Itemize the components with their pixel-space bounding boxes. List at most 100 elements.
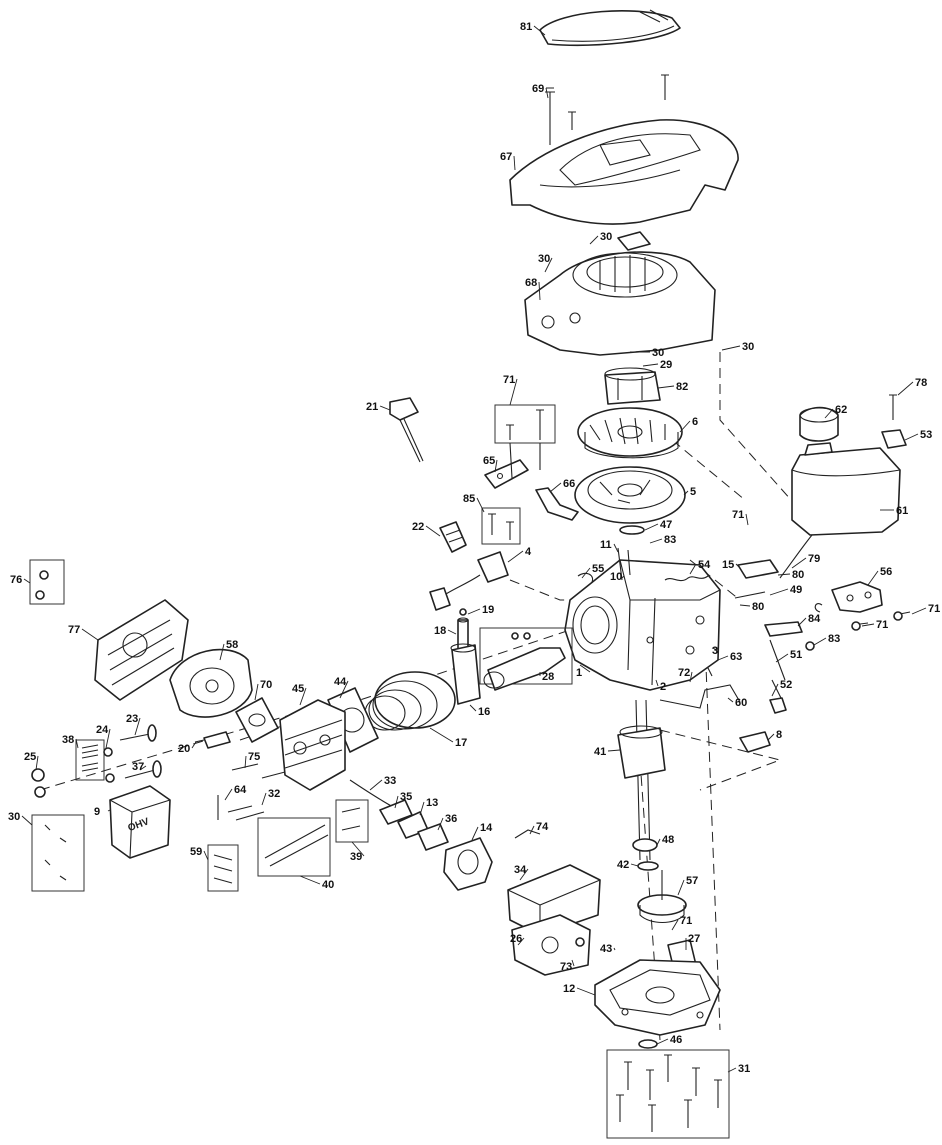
callout-71: 71 bbox=[680, 915, 692, 927]
callout-63: 63 bbox=[730, 651, 742, 663]
air-cleaner bbox=[507, 864, 601, 976]
leader-line-81 bbox=[533, 25, 546, 36]
callout-83: 83 bbox=[828, 633, 840, 645]
leader-line-57 bbox=[677, 879, 685, 896]
leader-line-51 bbox=[775, 653, 789, 663]
piston-and-rings bbox=[364, 643, 481, 731]
callout-78: 78 bbox=[915, 377, 927, 389]
callout-40: 40 bbox=[322, 879, 334, 891]
leader-line-30 bbox=[21, 815, 33, 826]
callout-32: 32 bbox=[268, 788, 280, 800]
callout-64: 64 bbox=[234, 784, 247, 796]
callout-81: 81 bbox=[520, 21, 532, 33]
washer-part bbox=[619, 525, 645, 535]
leader-line-23 bbox=[134, 717, 141, 736]
intake-spacers bbox=[349, 779, 449, 851]
callout-71: 71 bbox=[876, 619, 888, 631]
leader-line-55 bbox=[581, 567, 591, 579]
shroud-bolts bbox=[545, 74, 669, 145]
callout-62: 62 bbox=[835, 404, 847, 416]
leader-line-30 bbox=[544, 257, 553, 273]
bolt-boxes bbox=[31, 795, 369, 892]
callout-74: 74 bbox=[536, 821, 549, 833]
callout-75: 75 bbox=[248, 751, 260, 763]
leader-line-21 bbox=[379, 405, 391, 411]
governor-lever bbox=[659, 684, 771, 753]
callout-leader-lines bbox=[21, 25, 927, 1073]
starter-cup bbox=[604, 367, 661, 405]
leader-line-70 bbox=[254, 683, 259, 701]
callout-1: 1 bbox=[576, 667, 582, 679]
callout-46: 46 bbox=[670, 1034, 682, 1046]
callout-45: 45 bbox=[292, 683, 304, 695]
leader-line-29 bbox=[642, 363, 659, 367]
leader-line-36 bbox=[437, 817, 444, 831]
leader-line-37 bbox=[139, 765, 147, 771]
callout-70: 70 bbox=[260, 679, 272, 691]
leader-line-40 bbox=[299, 875, 321, 885]
callout-59: 59 bbox=[190, 846, 202, 858]
leader-line-74 bbox=[529, 825, 535, 835]
leader-line-83 bbox=[813, 637, 827, 646]
leader-line-71 bbox=[861, 623, 875, 627]
leader-line-22 bbox=[425, 525, 441, 537]
callout-30: 30 bbox=[652, 347, 664, 359]
leader-line-16 bbox=[469, 704, 477, 712]
leader-line-83 bbox=[649, 538, 663, 544]
dipstick bbox=[389, 397, 424, 463]
block-small-parts bbox=[577, 547, 709, 583]
leader-line-44 bbox=[339, 680, 349, 699]
callout-71: 71 bbox=[928, 603, 940, 615]
callout-43: 43 bbox=[600, 943, 612, 955]
callout-13: 13 bbox=[426, 797, 438, 809]
crankshaft bbox=[617, 699, 666, 871]
leader-line-13 bbox=[419, 801, 425, 816]
callout-60: 60 bbox=[735, 697, 747, 709]
callout-4: 4 bbox=[525, 546, 532, 558]
leader-line-63 bbox=[717, 655, 729, 661]
leader-line-72 bbox=[689, 671, 693, 683]
callout-10: 10 bbox=[610, 571, 622, 583]
callout-56: 56 bbox=[880, 566, 892, 578]
callout-23: 23 bbox=[126, 713, 138, 725]
callout-79: 79 bbox=[808, 553, 820, 565]
leader-line-39 bbox=[351, 841, 365, 857]
leader-line-47 bbox=[644, 523, 659, 531]
leader-line-60 bbox=[727, 697, 734, 703]
callout-18: 18 bbox=[434, 625, 446, 637]
callout-66: 66 bbox=[563, 478, 575, 490]
callout-58: 58 bbox=[226, 639, 238, 651]
callout-83: 83 bbox=[664, 534, 676, 546]
fuel-tank-assembly bbox=[791, 394, 907, 536]
leader-line-85 bbox=[476, 497, 485, 513]
callout-2: 2 bbox=[660, 681, 666, 693]
callout-54: 54 bbox=[698, 559, 711, 571]
valve-train bbox=[31, 724, 162, 798]
leader-line-5 bbox=[683, 490, 689, 496]
leader-line-49 bbox=[769, 588, 789, 596]
callout-38: 38 bbox=[62, 734, 74, 746]
callout-44: 44 bbox=[334, 676, 347, 688]
leader-line-75 bbox=[244, 755, 247, 769]
callout-71: 71 bbox=[503, 374, 515, 386]
leader-line-46 bbox=[656, 1038, 669, 1045]
leader-line-33 bbox=[369, 779, 383, 791]
callout-25: 25 bbox=[24, 751, 36, 763]
brake-brackets bbox=[484, 459, 579, 521]
callout-31: 31 bbox=[738, 1063, 750, 1075]
callout-15: 15 bbox=[722, 559, 734, 571]
callout-30: 30 bbox=[8, 811, 20, 823]
callout-61: 61 bbox=[896, 505, 908, 517]
bolt-group-31 bbox=[606, 1049, 730, 1139]
cylinder-head bbox=[279, 699, 346, 791]
leader-line-71 bbox=[911, 607, 927, 615]
leader-line-71 bbox=[509, 378, 518, 406]
carburetor bbox=[443, 829, 541, 891]
callout-51: 51 bbox=[790, 649, 802, 661]
leader-line-48 bbox=[656, 838, 661, 846]
callout-6: 6 bbox=[692, 416, 698, 428]
leader-line-84 bbox=[797, 617, 807, 627]
leader-line-31 bbox=[727, 1067, 737, 1073]
leader-line-19 bbox=[467, 608, 481, 615]
